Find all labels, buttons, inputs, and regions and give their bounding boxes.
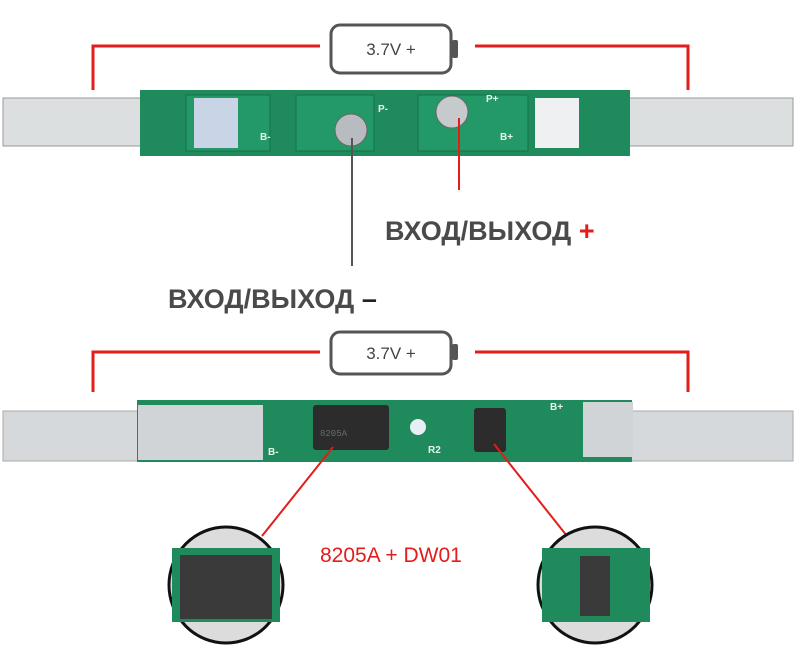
top-battery-icon: 3.7V + (329, 23, 458, 75)
silk-b-plus-bottom: B+ (550, 402, 563, 413)
pcb-top: B- P- P+ B+ (140, 90, 630, 156)
top-battery-wire-right (475, 44, 690, 90)
chip-dw01 (474, 408, 506, 452)
bottom-battery-label: 3.7V + (366, 344, 416, 363)
pcb-bottom: 8205A B- R2 B+ (137, 400, 633, 462)
chip-8205a-marking: 8205A (320, 429, 348, 439)
chip1-pointer (261, 446, 334, 537)
chip2-pointer (493, 443, 568, 537)
io-minus-label: ВХОД/ВЫХОД – (168, 284, 377, 314)
silk-b-minus-bottom: B- (268, 447, 279, 458)
silk-b-minus: B- (260, 132, 271, 143)
bottom-battery-wire-right (475, 350, 690, 392)
bottom-battery-icon: 3.7V + (329, 330, 458, 376)
chip2-zoom-inset (536, 525, 654, 645)
chip1-zoom-inset (167, 525, 285, 645)
bottom-battery-wire-left (91, 350, 320, 392)
top-battery-label: 3.7V + (366, 40, 416, 59)
chips-label: 8205A + DW01 (320, 544, 462, 567)
chip-8205a (313, 405, 389, 450)
top-battery-wire-left (91, 44, 320, 90)
silk-r2: R2 (428, 445, 441, 456)
top-view: 3.7V + B- P- P+ B+ ВХОД/ВЫХОД + ВХОД/ВЫХ… (2, 23, 794, 314)
io-plus-label: ВХОД/ВЫХОД + (385, 216, 595, 246)
silk-p-minus: P- (378, 104, 388, 115)
bottom-view: 3.7V + 8205A B- R2 B+ 8205A + DW01 (2, 330, 794, 645)
silk-b-plus: B+ (500, 132, 513, 143)
silk-p-plus: P+ (486, 94, 499, 105)
